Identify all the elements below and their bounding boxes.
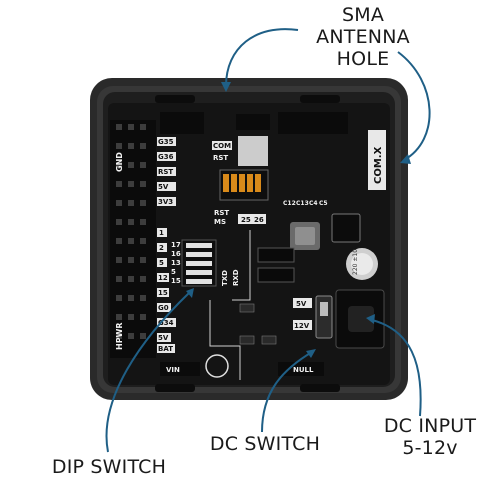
bottom-header xyxy=(278,362,324,376)
diode xyxy=(257,247,295,263)
switch-label: 12V xyxy=(294,322,310,330)
trace xyxy=(232,230,251,301)
callout-line: HOLE xyxy=(336,48,390,70)
dc-jack-opening xyxy=(348,306,374,332)
diode xyxy=(257,267,295,283)
pin-label: G34 xyxy=(158,319,174,327)
mount-notch xyxy=(300,384,340,392)
comx-label-bg xyxy=(368,130,386,190)
pin-label: 2 xyxy=(159,244,164,252)
dip-label: 16 xyxy=(171,250,181,258)
mount-notch xyxy=(155,95,195,103)
dc-switch-lever xyxy=(320,302,328,316)
com-label-bg xyxy=(212,141,232,150)
sma-antenna-hole-callout: SMA ANTENNA HOLE xyxy=(298,4,428,70)
callout-arrows xyxy=(105,28,431,453)
rst-label: RST xyxy=(213,154,228,162)
dip-row-label: TXD xyxy=(221,270,229,286)
dip-levers xyxy=(186,243,212,284)
callout-line: DC INPUT xyxy=(383,415,477,437)
top-dip-levers xyxy=(223,174,261,192)
null-label: NULL xyxy=(293,366,314,374)
inductor-text: 220 ±10 xyxy=(352,249,359,275)
pin-label: 12 xyxy=(158,274,168,282)
pin-label: G0 xyxy=(158,304,169,312)
pin-label: G36 xyxy=(158,153,174,161)
pin-label: 5 xyxy=(159,259,164,267)
cap-label: C13 xyxy=(296,200,309,207)
inductor-core xyxy=(295,227,315,245)
left-pin-labels: G35 G36 RST 5V 3V3 1 2 5 12 15 G0 G34 5V xyxy=(157,137,176,342)
mid-label: 26 xyxy=(254,216,264,224)
dc-switch-callout: DC SWITCH xyxy=(209,433,321,455)
pin-label: 3V3 xyxy=(158,198,173,206)
dip-switch-arrow xyxy=(105,291,191,453)
smd-part xyxy=(239,335,255,345)
top-left-header xyxy=(160,112,204,134)
pin-label: 1 xyxy=(159,229,164,237)
sma-arrow-side xyxy=(397,51,431,161)
callout-line: 5-12v xyxy=(402,437,458,459)
header-pins xyxy=(116,124,146,339)
callout-line: ANTENNA xyxy=(316,26,410,48)
top-label-plate xyxy=(238,136,268,166)
dip-switch-callout: DIP SWITCH xyxy=(51,456,167,478)
com-label: COM xyxy=(213,142,231,150)
sma-arrow-top xyxy=(225,28,299,87)
dc-input-callout: DC INPUT 5-12v xyxy=(368,415,492,459)
capacitor-top xyxy=(351,253,373,275)
cap-label: C5 xyxy=(319,200,328,207)
smd-part xyxy=(239,303,255,313)
pin-label: 15 xyxy=(158,289,168,297)
callout-arrowheads xyxy=(186,82,411,358)
mid-label-bg xyxy=(238,214,266,224)
dip-label: 5 xyxy=(171,268,176,276)
callout-line: SMA xyxy=(341,4,385,26)
mount-notch xyxy=(300,95,340,103)
mount-notch xyxy=(155,384,195,392)
top-mid-header xyxy=(236,114,270,130)
dip-row-label: RXD xyxy=(232,269,240,286)
bat-label-bg xyxy=(157,344,175,353)
pin-label: G35 xyxy=(158,138,174,146)
ground-symbol xyxy=(205,354,229,378)
dc-switch-arrow xyxy=(261,351,313,433)
pin-label: RST xyxy=(158,168,173,176)
pin-label: 5V xyxy=(158,183,169,191)
mid-label: RST xyxy=(214,209,229,217)
top-right-header xyxy=(278,112,348,134)
vin-label: VIN xyxy=(166,366,180,374)
trace xyxy=(209,300,241,380)
cap-label: C12 xyxy=(283,200,296,207)
cap-label: C4 xyxy=(309,200,318,207)
smd-part xyxy=(261,335,277,345)
switch-label-bg xyxy=(293,320,312,330)
dc-input-arrow xyxy=(371,319,422,417)
cap-labels: C12 C13 C4 C5 xyxy=(283,200,328,207)
comx-label: COM.X xyxy=(373,146,384,184)
bottom-header xyxy=(160,362,200,376)
mid-label: 25 xyxy=(241,216,251,224)
switch-label: 5V xyxy=(296,300,307,308)
dip-row-labels: 17 16 13 5 15 xyxy=(171,241,181,285)
switch-label-bg xyxy=(293,298,312,308)
dip-label: 17 xyxy=(171,241,181,249)
hpwr-label: HPWR xyxy=(115,322,124,350)
ic-chip xyxy=(331,213,361,243)
bat-label: BAT xyxy=(158,345,173,353)
dip-label: 15 xyxy=(171,277,181,285)
gnd-label: GND xyxy=(115,152,124,172)
dip-label: 13 xyxy=(171,259,181,267)
mid-label: MS xyxy=(214,218,226,226)
pin-label: 5V xyxy=(158,334,169,342)
